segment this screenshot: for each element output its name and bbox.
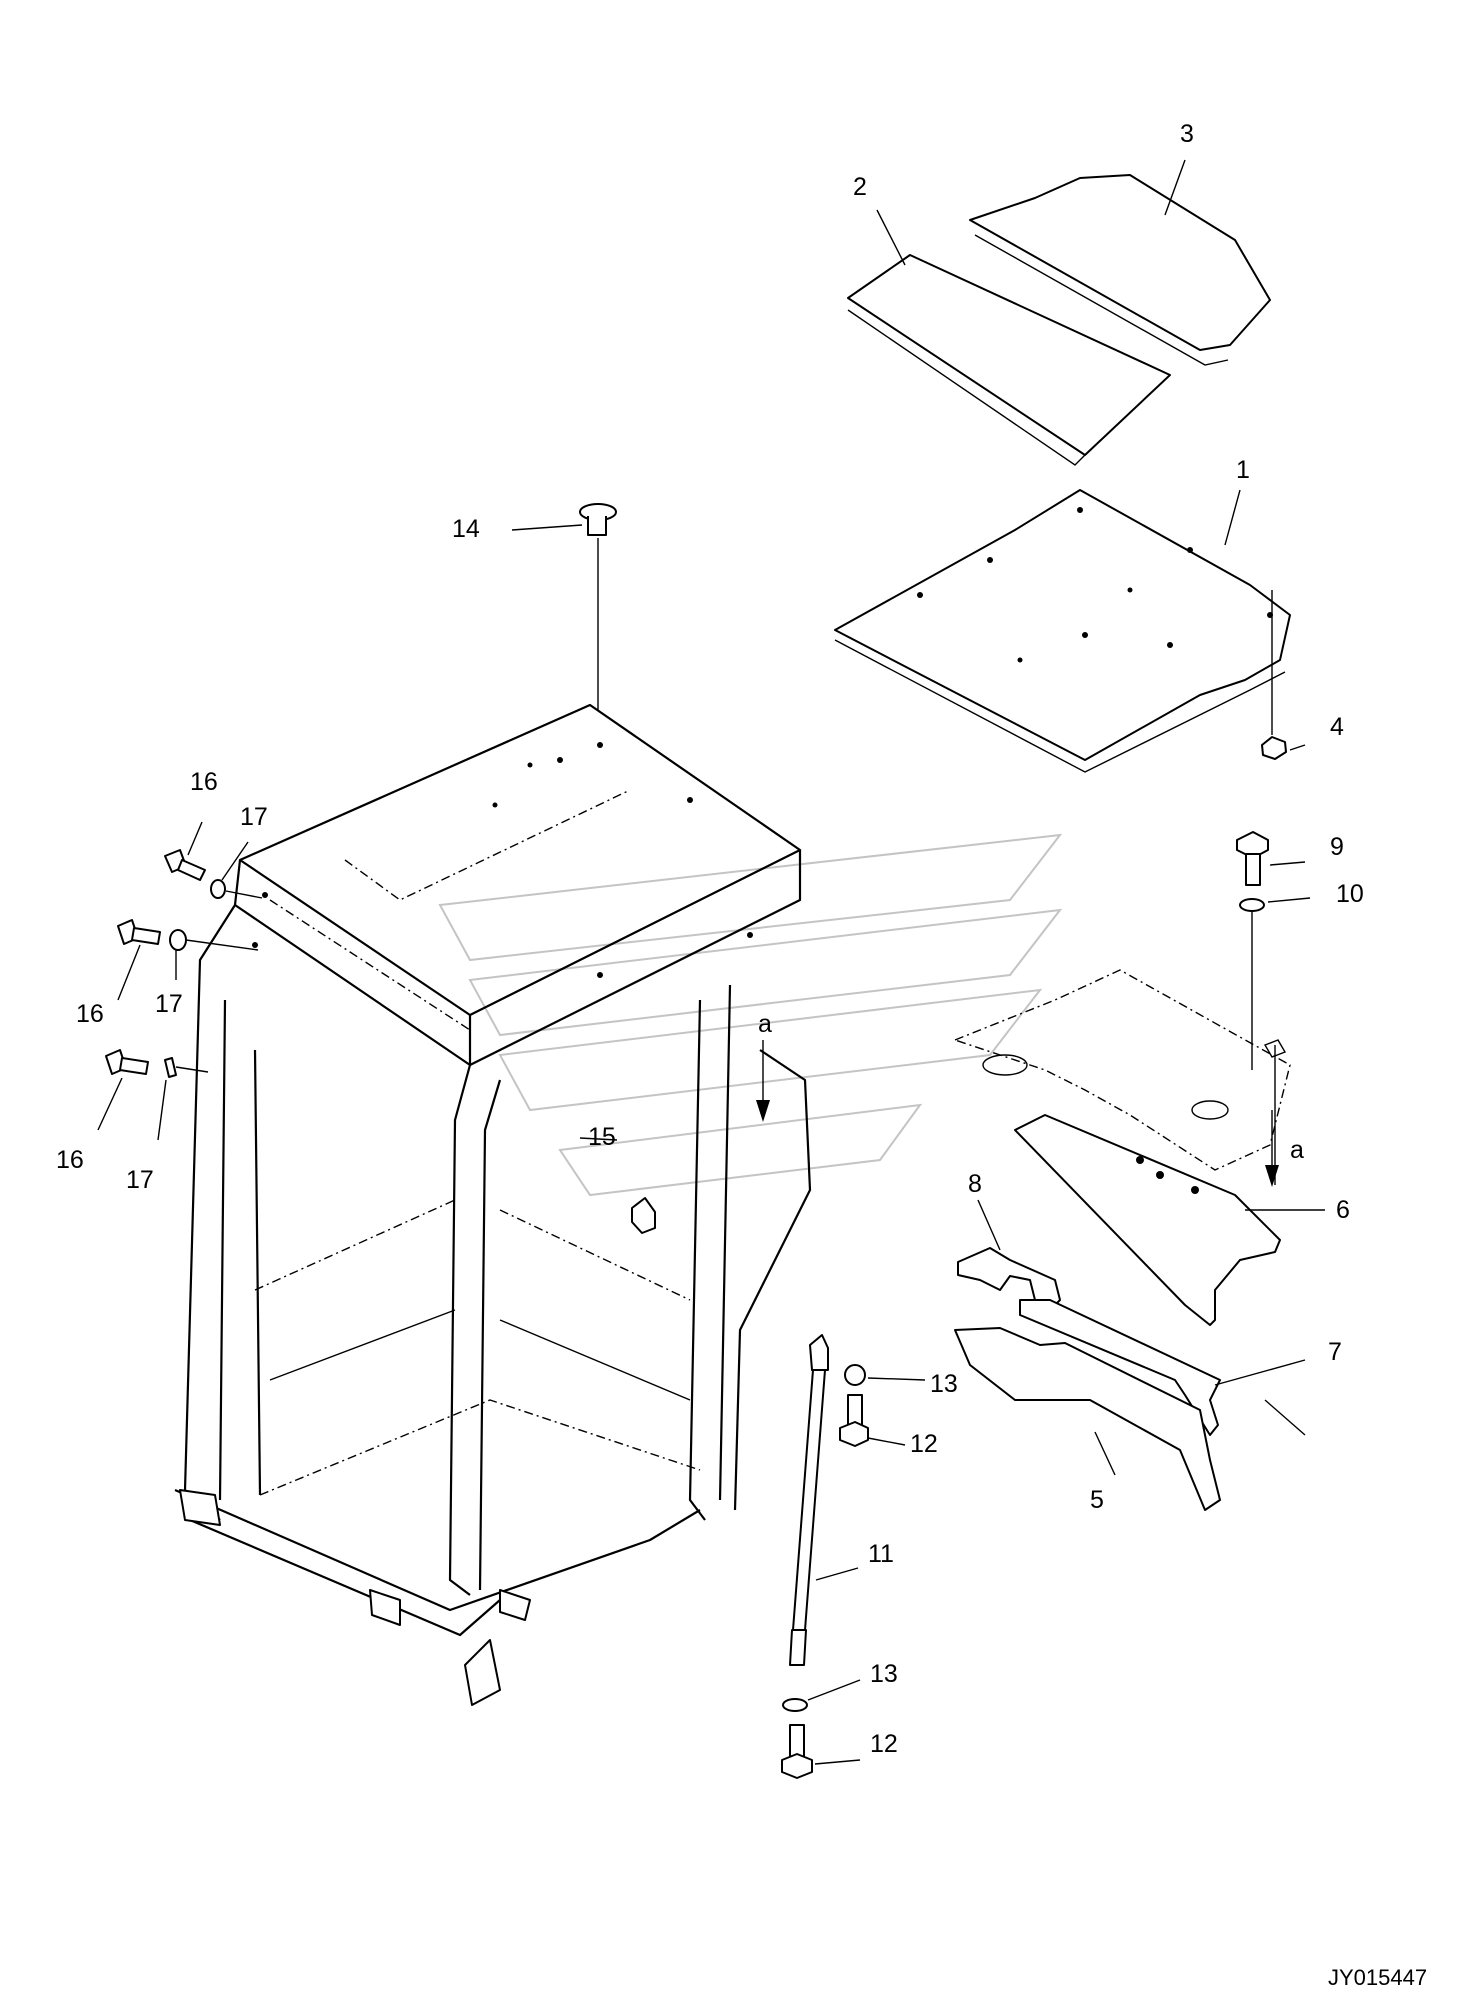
reference-label-lower: a [1290, 1136, 1304, 1164]
callout-4: 4 [1330, 713, 1344, 741]
leader-lines [97, 159, 1311, 1765]
reference-label-upper: a [758, 1010, 772, 1038]
callout-1: 1 [1236, 456, 1250, 484]
callout-10: 10 [1336, 880, 1364, 908]
part-15-bracket [631, 1197, 656, 1234]
watermark [438, 833, 1063, 1197]
part-12-bolt-lower [781, 1724, 813, 1779]
part-17-washer-upper [210, 879, 226, 899]
callout-14: 14 [452, 515, 480, 543]
part-11-rod [789, 1334, 829, 1666]
callout-13-upper: 13 [930, 1370, 958, 1398]
part-10-washer [1239, 898, 1265, 912]
part-13-washer-lower [782, 1698, 808, 1712]
callout-12-upper: 12 [910, 1430, 938, 1458]
part-1-plate [834, 489, 1291, 761]
part-7-bracket [1019, 1299, 1221, 1436]
part-6-bracket [1014, 1114, 1281, 1326]
reference-arrow-upper [756, 1040, 770, 1122]
reference-arrow-lower [1265, 1110, 1279, 1187]
callout-2: 2 [853, 173, 867, 201]
part-16-bolt-upper [164, 849, 206, 881]
callout-15: 15 [588, 1123, 616, 1151]
part-5-support [954, 1327, 1221, 1511]
callout-16-lower: 16 [56, 1146, 84, 1174]
callout-6: 6 [1336, 1196, 1350, 1224]
callout-17-middle: 17 [155, 990, 183, 1018]
part-1-holes [917, 507, 1273, 663]
part-13-washer-upper [844, 1364, 866, 1386]
part-16-bolt-lower [105, 1049, 149, 1075]
part-4-nut [1261, 736, 1287, 760]
part-14-plug [579, 503, 617, 536]
part-12-bolt-upper [839, 1394, 869, 1447]
part-17-washer-middle [169, 929, 187, 951]
callout-13-lower: 13 [870, 1660, 898, 1688]
cab-frame [174, 703, 812, 1706]
callout-11: 11 [868, 1540, 894, 1568]
rear-support-plate [952, 969, 1291, 1171]
part-3-panel [969, 174, 1271, 351]
part-2-panel [847, 254, 1171, 456]
callout-17-lower: 17 [126, 1166, 154, 1194]
callout-3: 3 [1180, 120, 1194, 148]
callout-5: 5 [1090, 1486, 1104, 1514]
part-9-bolt [1236, 831, 1269, 886]
part-17-washer-lower [164, 1057, 177, 1078]
callout-labels: 1 2 3 4 5 6 7 8 9 10 11 12 12 13 13 14 1… [56, 120, 1364, 1758]
drawing-code: JY015447 [1328, 1965, 1427, 1990]
callout-17-upper: 17 [240, 803, 268, 831]
callout-7: 7 [1328, 1338, 1342, 1366]
callout-16-upper: 16 [190, 768, 218, 796]
callout-9: 9 [1330, 833, 1344, 861]
part-16-bolt-middle [117, 919, 161, 945]
callout-16-middle: 16 [76, 1000, 104, 1028]
callout-8: 8 [968, 1170, 982, 1198]
callout-12-lower: 12 [870, 1730, 898, 1758]
